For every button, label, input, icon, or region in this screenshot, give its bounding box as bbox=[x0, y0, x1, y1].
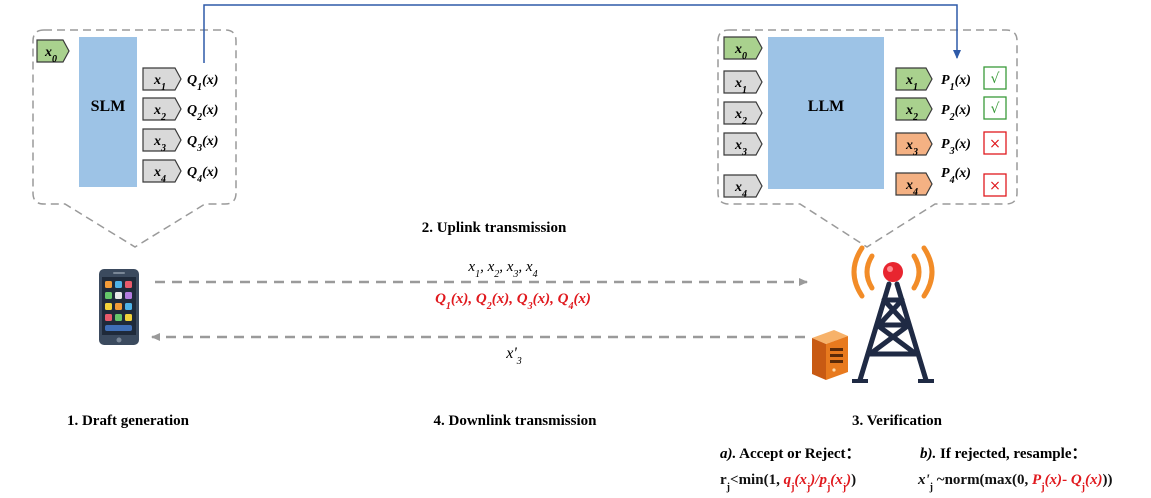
llm-input-token: x3 bbox=[723, 132, 763, 158]
resample-formula: x'j ~norm(max(0, Pj(x)- Qj(x))) bbox=[917, 472, 1113, 493]
svg-text:x0: x0 bbox=[44, 45, 57, 65]
resample-title: b). If rejected, resample： bbox=[920, 446, 1086, 462]
svg-text:x1: x1 bbox=[905, 73, 918, 93]
slm-draft-list: x1 Q1(x) x2 Q2(x) x3 Q3(x) x4 Q4(x) bbox=[142, 67, 218, 185]
llm-output-prob: P1(x) bbox=[941, 73, 971, 93]
slm-draft-prob: Q4(x) bbox=[187, 165, 218, 185]
svg-text:×: × bbox=[989, 136, 1001, 152]
check-icon: √ bbox=[983, 96, 1007, 120]
llm-input-list: x0 x1 x2 x3 x4 bbox=[723, 36, 763, 200]
verification-label: 3. Verification bbox=[852, 413, 943, 429]
slm-draft-prob: Q1(x) bbox=[187, 73, 218, 93]
llm-label: LLM bbox=[808, 98, 844, 115]
llm-input-token: x4 bbox=[723, 174, 763, 200]
llm-output-token: x4 bbox=[895, 172, 933, 198]
llm-output-list: x1 P1(x) √ x2 P2(x) √ x3 P3(x) × x4 P4(x) × bbox=[895, 66, 1007, 198]
llm-block bbox=[768, 37, 884, 189]
llm-input-token: x1 bbox=[723, 70, 763, 96]
svg-text:x2: x2 bbox=[734, 107, 747, 127]
server-icon bbox=[812, 330, 848, 380]
downlink-title: 4. Downlink transmission bbox=[434, 413, 598, 429]
uplink-token-list: x1, x2, x3, x4 bbox=[467, 259, 537, 280]
svg-text:x3: x3 bbox=[153, 134, 166, 154]
svg-text:x2: x2 bbox=[905, 103, 918, 123]
slm-block bbox=[79, 37, 137, 187]
llm-output-prob: P2(x) bbox=[941, 103, 971, 123]
cross-icon: × bbox=[983, 131, 1007, 155]
llm-input-token: x2 bbox=[723, 101, 763, 127]
slm-draft-token: x4 bbox=[142, 159, 182, 185]
radio-tower-icon bbox=[851, 245, 935, 383]
draft-generation-label: 1. Draft generation bbox=[67, 413, 190, 429]
slm-draft-token: x1 bbox=[142, 67, 182, 93]
smartphone-icon bbox=[99, 269, 139, 345]
uplink-prob-list: Q1(x), Q2(x), Q3(x), Q4(x) bbox=[435, 291, 591, 312]
llm-output-token: x3 bbox=[895, 132, 933, 158]
slm-label: SLM bbox=[91, 98, 126, 115]
slm-draft-prob: Q2(x) bbox=[187, 103, 218, 123]
svg-text:x0: x0 bbox=[734, 42, 747, 62]
svg-text:x1: x1 bbox=[153, 73, 166, 93]
slm-callout: SLM x0 x1 Q1(x) x2 Q2(x) x3 Q3(x) x4 Q4(x) bbox=[32, 29, 237, 248]
accept-reject-title: a). Accept or Reject： bbox=[720, 446, 861, 462]
svg-text:√: √ bbox=[991, 101, 1000, 117]
uplink-title: 2. Uplink transmission bbox=[422, 220, 567, 236]
verification-link-arrow bbox=[203, 4, 961, 63]
downlink-token: x'3 bbox=[505, 345, 522, 367]
svg-text:x3: x3 bbox=[905, 138, 918, 158]
svg-text:x2: x2 bbox=[153, 103, 166, 123]
svg-text:x4: x4 bbox=[734, 180, 747, 200]
llm-output-token: x2 bbox=[895, 97, 933, 123]
slm-draft-prob: Q3(x) bbox=[187, 134, 218, 154]
slm-context-token-x0: x0 bbox=[36, 39, 70, 65]
llm-output-token: x1 bbox=[895, 67, 933, 93]
svg-text:x4: x4 bbox=[905, 178, 918, 198]
accept-reject-formula: rj<min(1, qj(xj)/pj(xj)) bbox=[720, 472, 856, 493]
svg-text:√: √ bbox=[991, 71, 1000, 87]
slm-draft-token: x3 bbox=[142, 128, 182, 154]
llm-output-prob: P3(x) bbox=[941, 137, 971, 157]
slm-draft-token: x2 bbox=[142, 97, 182, 123]
slm-context-token: x0 bbox=[36, 39, 70, 65]
svg-text:x1: x1 bbox=[734, 76, 747, 96]
svg-text:x3: x3 bbox=[734, 138, 747, 158]
check-icon: √ bbox=[983, 66, 1007, 90]
llm-input-token: x0 bbox=[723, 36, 763, 62]
cross-icon: × bbox=[983, 173, 1007, 197]
svg-text:×: × bbox=[989, 178, 1001, 194]
llm-output-prob: P4(x) bbox=[941, 166, 971, 186]
svg-text:x4: x4 bbox=[153, 165, 166, 185]
